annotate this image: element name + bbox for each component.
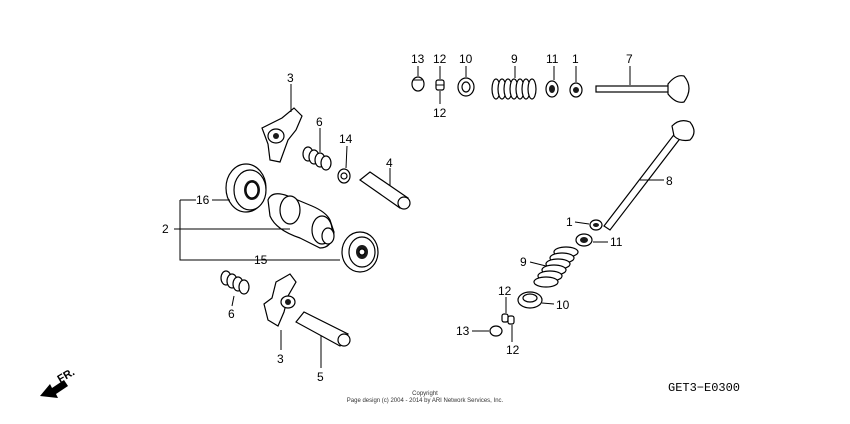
callout-12-top-a: 12 xyxy=(433,52,447,66)
valve-seal-top xyxy=(545,80,559,98)
callout-12-top-b: 12 xyxy=(433,106,447,120)
valve-intake xyxy=(595,75,690,103)
valve-retainer-small-top xyxy=(435,79,445,91)
rocker-spring-upper xyxy=(302,146,332,171)
camshaft-bearing-left xyxy=(225,163,267,213)
callout-8: 8 xyxy=(666,174,673,188)
spring-retainer-right xyxy=(517,291,543,309)
rocker-arm-lower xyxy=(263,273,297,327)
callout-6-lower: 6 xyxy=(228,307,235,321)
camshaft-bearing-right xyxy=(341,231,379,273)
valve-cotter-right xyxy=(489,325,503,337)
callout-12-right-b: 12 xyxy=(506,343,520,357)
callout-3-lower: 3 xyxy=(277,352,284,366)
washer xyxy=(337,168,351,184)
callout-9-right: 9 xyxy=(520,255,527,269)
spring-retainer-top xyxy=(457,77,475,97)
valve-cotter-top xyxy=(411,76,425,92)
callout-13-top: 13 xyxy=(411,52,425,66)
callout-7: 7 xyxy=(626,52,633,66)
rocker-arm-upper xyxy=(261,107,303,163)
valve-spring-right xyxy=(533,246,579,288)
callout-1-top: 1 xyxy=(572,52,579,66)
front-arrow-icon xyxy=(40,380,68,398)
callout-10-right: 10 xyxy=(556,298,570,312)
callout-14: 14 xyxy=(339,132,353,146)
callout-3-upper: 3 xyxy=(287,71,294,85)
callout-16: 16 xyxy=(196,193,210,207)
rocker-spring-lower xyxy=(220,270,250,295)
valve-seal-right xyxy=(575,233,593,247)
valve-spring-top xyxy=(491,78,537,100)
callout-15: 15 xyxy=(254,253,268,267)
diagram-code: GET3−E0300 xyxy=(668,381,740,395)
callout-5: 5 xyxy=(317,370,324,384)
front-label: FR. xyxy=(56,366,77,385)
callout-4: 4 xyxy=(386,156,393,170)
callout-11-right: 11 xyxy=(610,235,623,249)
callout-12-right-a: 12 xyxy=(498,284,512,298)
valve-retainer-small-right xyxy=(501,313,515,325)
camshaft xyxy=(267,193,335,249)
stem-seal-top xyxy=(569,82,583,98)
callout-10-top: 10 xyxy=(459,52,473,66)
valve-exhaust xyxy=(603,120,695,231)
callout-13-right: 13 xyxy=(456,324,470,338)
callout-11-top: 11 xyxy=(546,52,559,66)
rocker-shaft-lower xyxy=(295,311,351,347)
rocker-shaft-upper xyxy=(358,171,411,210)
copyright-line2: Page design (c) 2004 - 2014 by ARI Netwo… xyxy=(347,398,504,404)
copyright-line1: Copyright xyxy=(412,391,438,397)
callout-2: 2 xyxy=(162,222,169,236)
stem-seal-right xyxy=(589,219,603,231)
callout-1-right: 1 xyxy=(566,215,573,229)
callout-6-upper: 6 xyxy=(316,115,323,129)
callout-9-top: 9 xyxy=(511,52,518,66)
